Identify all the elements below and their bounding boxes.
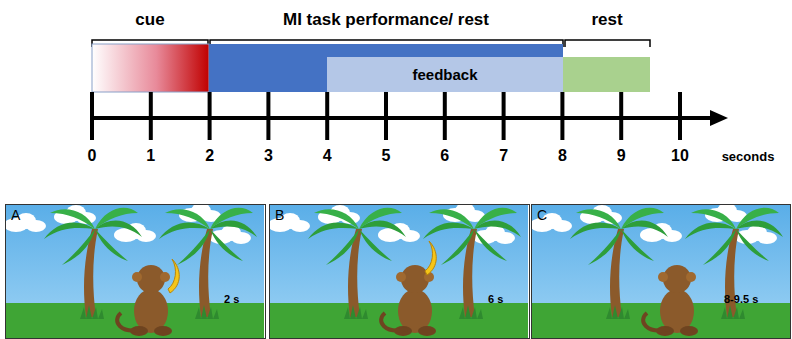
phase-label: rest	[591, 10, 622, 30]
tick-mark	[384, 92, 388, 140]
time-label: 2 s	[224, 293, 239, 305]
scene-panel: A 2 s	[5, 204, 266, 339]
tick-mark	[149, 92, 153, 140]
axis-number: 8	[558, 147, 567, 165]
axis-number: 4	[323, 147, 332, 165]
scene-panel: C 8-9.5 s	[531, 204, 791, 339]
axis-number: 3	[264, 147, 273, 165]
tick-mark	[560, 92, 564, 140]
axis-unit: seconds	[722, 149, 775, 164]
axis-number: 1	[146, 147, 155, 165]
axis-number: 2	[205, 147, 214, 165]
axis-number: 10	[671, 147, 689, 165]
tick-mark	[443, 92, 447, 140]
phase-label: cue	[135, 10, 164, 30]
tick-mark	[208, 92, 212, 140]
tick-mark	[90, 92, 94, 140]
scene-panel: B 6 s	[269, 204, 530, 339]
tick-mark	[325, 92, 329, 140]
axis-number: 0	[88, 147, 97, 165]
axis-number: 7	[499, 147, 508, 165]
feedback-band: feedback	[327, 57, 563, 92]
axis-number: 6	[440, 147, 449, 165]
tick-mark	[619, 92, 623, 140]
axis-number: 9	[617, 147, 626, 165]
axis-number: 5	[382, 147, 391, 165]
phase-label: MI task performance/ rest	[283, 10, 489, 30]
tick-mark	[266, 92, 270, 140]
band-label: feedback	[412, 66, 477, 83]
panel-letter: C	[537, 207, 547, 223]
tick-mark	[678, 92, 682, 140]
tick-mark	[502, 92, 506, 140]
time-label: 6 s	[488, 293, 503, 305]
time-label: 8-9.5 s	[724, 293, 758, 305]
panel-letter: A	[11, 207, 20, 223]
panel-letter: B	[275, 207, 284, 223]
